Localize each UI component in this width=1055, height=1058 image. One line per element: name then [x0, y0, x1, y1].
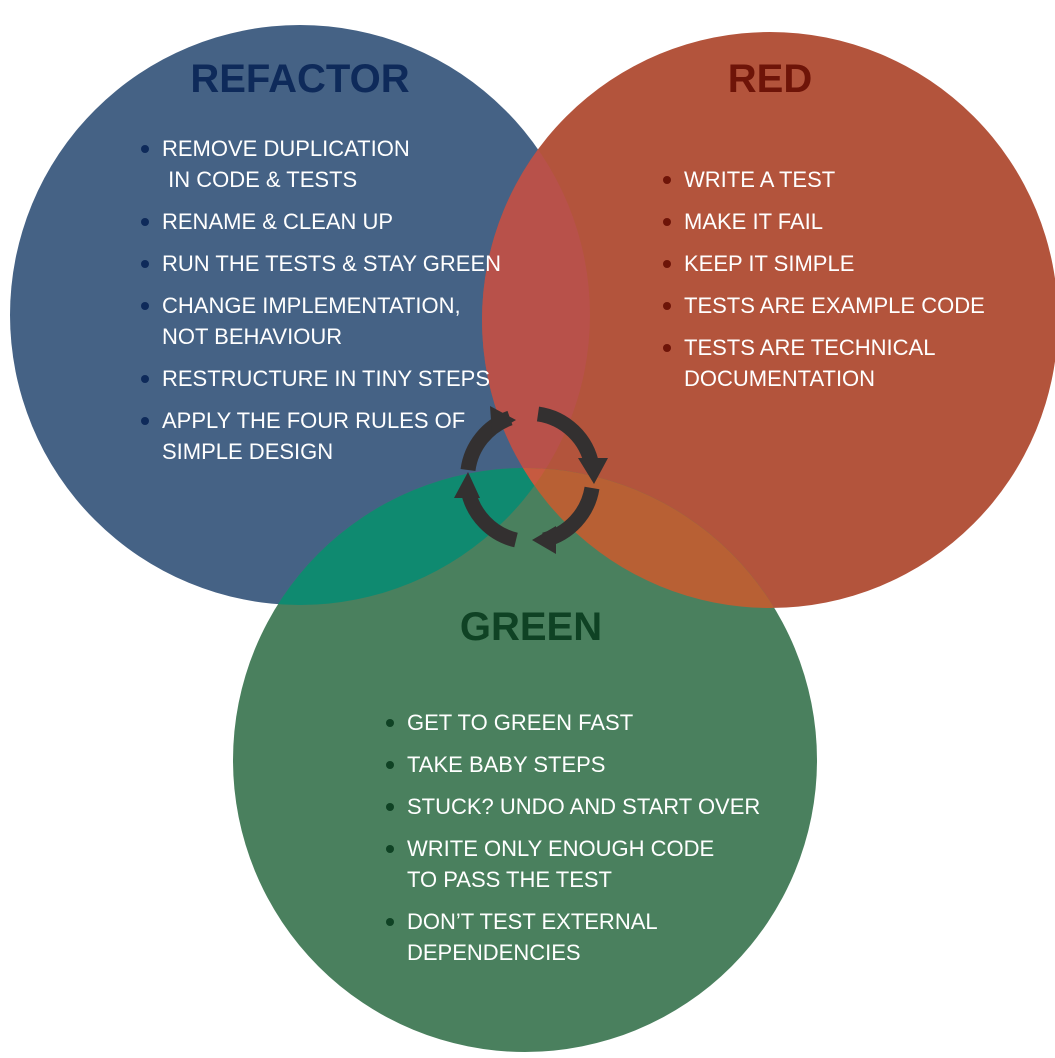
green-circle	[233, 468, 817, 1052]
cycle-arrow-top	[460, 406, 516, 472]
green-list: GET TO GREEN FAST TAKE BABY STEPS STUCK? U…	[386, 710, 760, 965]
list-item-text: RUN THE TESTS & STAY GREEN	[162, 251, 501, 276]
list-item-text: APPLY THE FOUR RULES OF	[162, 408, 465, 433]
refactor-title: REFACTOR	[190, 57, 409, 101]
list-item-text: IN CODE & TESTS	[162, 167, 357, 192]
refactor-list: REMOVE DUPLICATION IN CODE & TESTS RENAME…	[141, 136, 501, 464]
bullet-dot	[663, 176, 671, 184]
refactor-circle	[10, 25, 590, 605]
bullet-dot	[141, 375, 149, 383]
bullet-dot	[141, 302, 149, 310]
cycle-arrow-bottom	[532, 486, 600, 554]
red-title: RED	[728, 57, 812, 101]
list-item-text: DEPENDENCIES	[407, 940, 581, 965]
cycle-arrows-icon	[454, 406, 608, 554]
bullet-dot	[141, 417, 149, 425]
list-item-text: TESTS ARE EXAMPLE CODE	[684, 293, 985, 318]
list-item-text: SIMPLE DESIGN	[162, 439, 333, 464]
green-title: GREEN	[460, 605, 602, 649]
list-item-text: RENAME & CLEAN UP	[162, 209, 393, 234]
list-item-text: KEEP IT SIMPLE	[684, 251, 854, 276]
bullet-dot	[141, 145, 149, 153]
red-circle	[482, 32, 1055, 608]
list-item-text: CHANGE IMPLEMENTATION,	[162, 293, 461, 318]
bullet-dot	[386, 761, 394, 769]
bullet-dot	[386, 918, 394, 926]
list-item-text: WRITE ONLY ENOUGH CODE	[407, 836, 714, 861]
list-item-text: TO PASS THE TEST	[407, 867, 612, 892]
bullet-dot	[141, 260, 149, 268]
cycle-arrow-right	[536, 406, 608, 484]
list-item-text: TESTS ARE TECHNICAL	[684, 335, 935, 360]
bullet-dot	[663, 302, 671, 310]
list-item-text: GET TO GREEN FAST	[407, 710, 633, 735]
bullet-dot	[141, 218, 149, 226]
list-item-text: DOCUMENTATION	[684, 366, 875, 391]
list-item-text: RESTRUCTURE IN TINY STEPS	[162, 366, 490, 391]
list-item-text: WRITE A TEST	[684, 167, 835, 192]
bullet-dot	[386, 803, 394, 811]
bullet-dot	[663, 260, 671, 268]
list-item-text: MAKE IT FAIL	[684, 209, 823, 234]
list-item-text: TAKE BABY STEPS	[407, 752, 605, 777]
bullet-dot	[663, 344, 671, 352]
bullet-dot	[386, 845, 394, 853]
bullet-dot	[663, 218, 671, 226]
bullet-dot	[386, 719, 394, 727]
cycle-arrow-left	[454, 472, 519, 548]
list-item-text: DON’T TEST EXTERNAL	[407, 909, 658, 934]
list-item-text: NOT BEHAVIOUR	[162, 324, 342, 349]
list-item-text: REMOVE DUPLICATION	[162, 136, 410, 161]
list-item-text: STUCK? UNDO AND START OVER	[407, 794, 760, 819]
red-list: WRITE A TEST MAKE IT FAIL KEEP IT SIMPLE TE…	[663, 167, 985, 391]
